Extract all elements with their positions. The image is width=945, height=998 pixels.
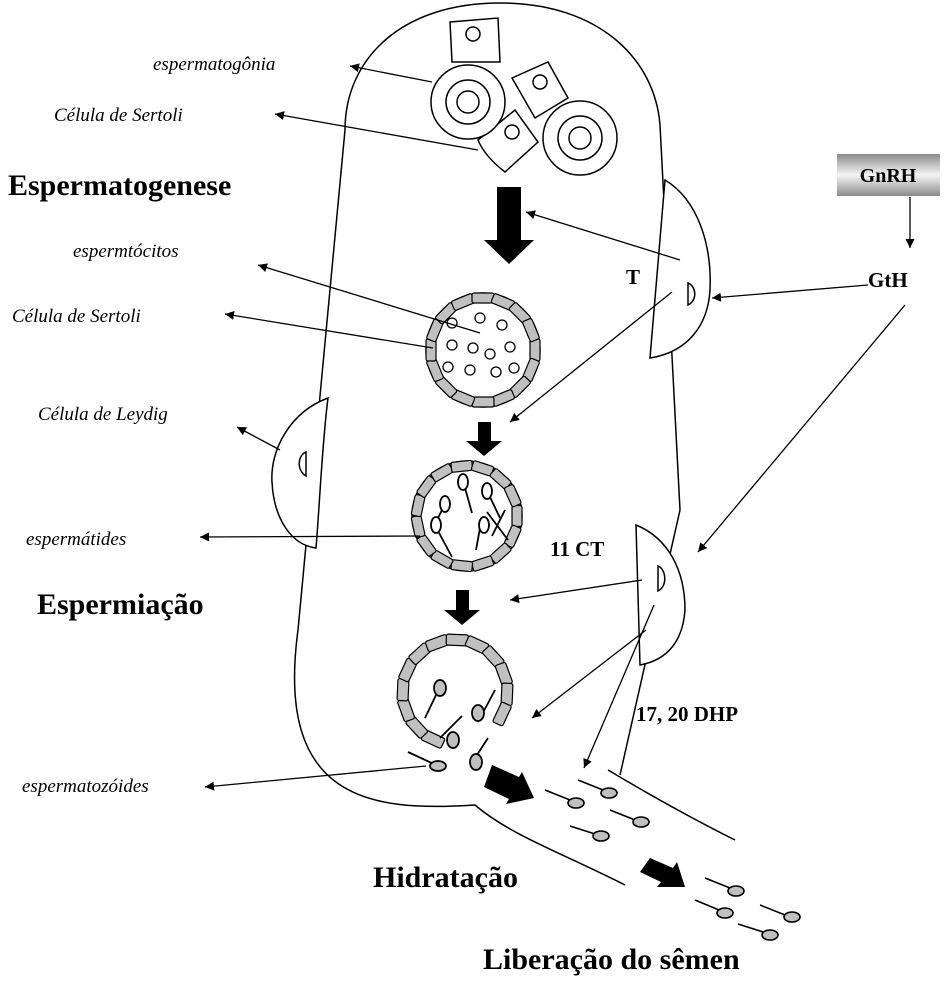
label-espermatides: espermátides <box>26 529 126 550</box>
leydig-cell-left <box>272 398 328 548</box>
flow-arrow-1 <box>484 765 534 804</box>
label-11ct: 11 CT <box>550 537 604 561</box>
spermatocyte-cyst <box>426 293 540 407</box>
big-arrow-1 <box>484 187 534 264</box>
gnrh-label: GnRH <box>860 165 917 187</box>
label-espermatogonia: espermatogônia <box>153 54 275 75</box>
spermatogonia-group <box>431 18 617 175</box>
leydig-cells <box>272 180 710 665</box>
label-espermatogenese: Espermatogenese <box>8 169 231 202</box>
sertoli-cell <box>451 460 473 472</box>
spermatid-cyst <box>411 460 522 572</box>
label-leydig: Célula de Leydig <box>38 404 168 425</box>
label-hidratacao: Hidratação <box>373 861 518 894</box>
label-espermiacao: Espermiação <box>37 588 204 621</box>
label-t: T <box>626 265 640 289</box>
gnrh-box: GnRH <box>837 154 940 196</box>
sertoli-cell <box>472 397 494 407</box>
big-arrow-3 <box>444 590 480 625</box>
sertoli-cell <box>426 339 436 361</box>
label-espermatocitos: espermtócitos <box>73 241 179 262</box>
flow-arrow-2 <box>640 858 685 887</box>
sertoli-cell <box>512 506 522 527</box>
label-17-20-dhp: 17, 20 DHP <box>636 702 738 726</box>
label-sertoli-top: Célula de Sertoli <box>54 105 183 126</box>
leydig-cell-upper-right <box>650 180 710 358</box>
sertoli-cell <box>492 702 511 727</box>
label-espermatozoides: espermatozóides <box>22 776 149 797</box>
spermatozoa-released <box>545 780 800 940</box>
sertoli-cell <box>472 293 494 303</box>
leydig-cell-lower-right <box>636 525 685 665</box>
big-arrow-2 <box>466 422 502 456</box>
label-liberacao: Liberação do sêmen <box>483 943 740 976</box>
label-gth: GtH <box>868 268 908 292</box>
spermiation-cyst <box>397 634 513 771</box>
sertoli-cell <box>451 560 473 572</box>
label-sertoli-mid: Célula de Sertoli <box>12 306 141 327</box>
sertoli-cell <box>530 339 540 361</box>
